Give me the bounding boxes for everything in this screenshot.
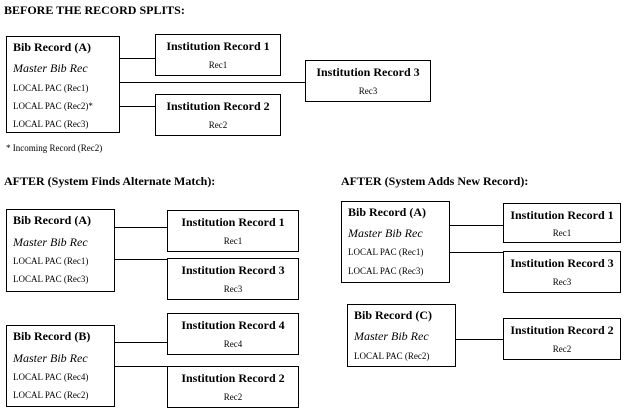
institution-rec: Rec2 [552,344,572,354]
bib-subtitle: Master Bib Rec [13,351,88,365]
bib-local-pac-line: LOCAL PAC (Rec4) [13,372,89,382]
institution-title: Institution Record 1 [166,39,270,53]
institution-title: Institution Record 1 [181,215,285,229]
institution-rec: Rec3 [223,284,243,294]
bib-local-pac-line: LOCAL PAC (Rec2) [13,390,89,400]
institution-title: Institution Record 1 [510,208,614,222]
bib-local-pac-line: LOCAL PAC (Rec1) [348,247,424,257]
new-bib-record-c: Bib Record (C) Master Bib Rec LOCAL PAC … [347,304,456,367]
alt-bib-record-a: Bib Record (A) Master Bib Rec LOCAL PAC … [6,209,115,292]
before-institution-record-3: Institution Record 3 Rec3 [305,60,431,102]
new-bib-record-a: Bib Record (A) Master Bib Rec LOCAL PAC … [341,201,450,283]
institution-rec: Rec1 [208,60,228,70]
institution-rec: Rec1 [552,228,572,238]
incoming-record-note: * Incoming Record (Rec2) [6,143,103,153]
institution-rec: Rec2 [223,392,243,402]
bib-subtitle: Master Bib Rec [13,61,88,75]
institution-title: Institution Record 3 [316,65,420,79]
institution-title: Institution Record 4 [181,318,285,332]
bib-subtitle: Master Bib Rec [354,329,429,343]
bib-title: Bib Record (B) [13,329,91,343]
institution-rec: Rec3 [552,277,572,287]
bib-local-pac-line: LOCAL PAC (Rec2)* [13,101,93,111]
bib-subtitle: Master Bib Rec [348,226,423,240]
bib-local-pac-line: LOCAL PAC (Rec3) [13,119,89,129]
bib-title: Bib Record (A) [13,40,91,54]
institution-rec: Rec3 [358,86,378,96]
institution-rec: Rec2 [208,120,228,130]
bib-local-pac-line: LOCAL PAC (Rec3) [13,274,89,284]
new-institution-record-2: Institution Record 2 Rec2 [503,318,621,360]
before-institution-record-2: Institution Record 2 Rec2 [155,94,281,136]
after-alternate-heading: AFTER (System Finds Alternate Match): [4,174,216,188]
institution-title: Institution Record 2 [166,99,270,113]
before-bib-record-a: Bib Record (A) Master Bib Rec LOCAL PAC … [6,36,120,133]
institution-title: Institution Record 2 [181,371,285,385]
alt-institution-record-4: Institution Record 4 Rec4 [167,313,299,355]
before-institution-record-1: Institution Record 1 Rec1 [155,34,281,76]
new-institution-record-3: Institution Record 3 Rec3 [503,251,621,293]
bib-title: Bib Record (A) [348,205,426,219]
after-new-heading: AFTER (System Adds New Record): [341,174,529,188]
bib-subtitle: Master Bib Rec [13,235,88,249]
institution-rec: Rec1 [223,236,243,246]
new-institution-record-1: Institution Record 1 Rec1 [503,203,621,243]
bib-local-pac-line: LOCAL PAC (Rec2) [354,351,430,361]
alt-institution-record-3: Institution Record 3 Rec3 [167,258,299,300]
alt-institution-record-2: Institution Record 2 Rec2 [167,366,299,408]
bib-local-pac-line: LOCAL PAC (Rec1) [13,256,89,266]
before-heading: BEFORE THE RECORD SPLITS: [4,3,185,17]
bib-local-pac-line: LOCAL PAC (Rec1) [13,83,89,93]
bib-title: Bib Record (A) [13,213,91,227]
alt-bib-record-b: Bib Record (B) Master Bib Rec LOCAL PAC … [6,325,115,407]
institution-title: Institution Record 2 [510,323,614,337]
institution-title: Institution Record 3 [181,263,285,277]
alt-institution-record-1: Institution Record 1 Rec1 [167,210,299,252]
institution-title: Institution Record 3 [510,256,614,270]
bib-local-pac-line: LOCAL PAC (Rec3) [348,266,424,276]
bib-title: Bib Record (C) [354,308,432,322]
institution-rec: Rec4 [223,339,243,349]
